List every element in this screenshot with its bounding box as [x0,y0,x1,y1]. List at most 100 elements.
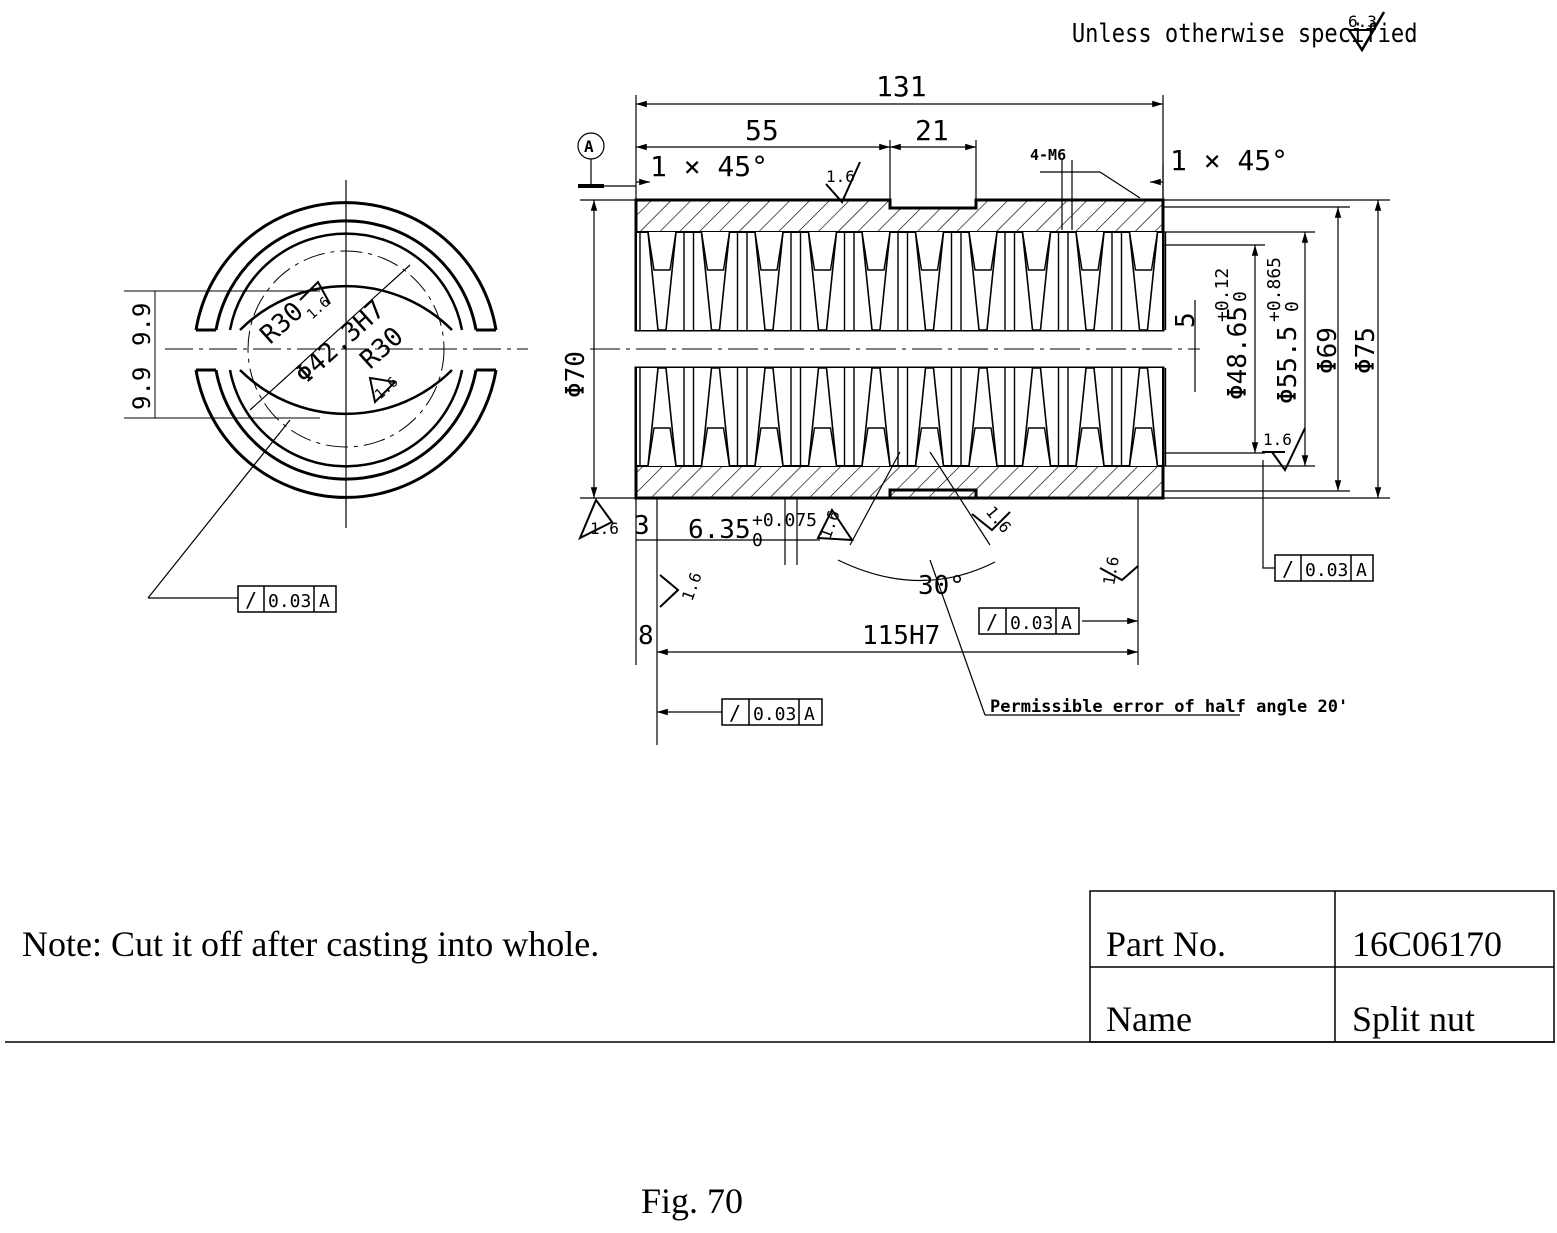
dia-55-tol-minus: 0 [1282,301,1303,312]
dia-55: Φ55.5 [1273,326,1303,404]
thread-tooth-upper [1128,231,1159,331]
svg-text:A: A [1356,560,1367,581]
thread-tooth-lower [754,367,784,467]
roughness-symbols [578,161,1306,608]
thread-flank-upper [1013,231,1060,330]
datum-a: A [584,137,594,156]
thread-note: 4-M6 [1030,146,1066,164]
dim-8: 8 [638,621,654,651]
length-115: 115H7 [862,621,940,651]
length-55: 55 [745,114,779,147]
dia-48-tol-minus: 0 [1230,291,1251,302]
part-no-label: Part No. [1106,924,1226,964]
svg-text:/: / [729,701,741,725]
svg-text:A: A [804,704,815,725]
thread-tooth-upper [700,231,731,331]
rough-top: 1.6 [826,167,855,186]
footer-note: Note: Cut it off after casting into whol… [22,924,599,964]
dia-48: Φ48.65 [1223,306,1253,400]
thread-tooth-upper [914,231,945,331]
svg-text:/: / [1282,557,1294,581]
chamfer-right: 1 × 45° [1170,144,1288,177]
thread-flank-upper [639,231,685,330]
svg-text:/: / [986,610,998,634]
dim-5: 5 [1171,312,1201,328]
thread-tooth-upper [968,231,998,331]
tolerance-frame-right: / 0.03 A [1274,554,1374,582]
dia-48-tol-plus: +0.12 [1212,268,1233,322]
length-21: 21 [915,114,949,147]
svg-text:/: / [245,588,257,612]
thread-tooth-lower [807,367,838,467]
thread-flank-lower [639,368,685,467]
thread-flank-lower [1067,368,1113,467]
name-value: Split nut [1352,999,1475,1039]
dia-75: Φ75 [1351,327,1381,374]
dia-69: Φ69 [1313,327,1343,374]
pitch-tol-minus: 0 [752,530,763,551]
pitch: 6.35 [688,515,751,545]
title-block: Part No. 16C06170 Name Split nut [1089,890,1555,1043]
part-no-value: 16C06170 [1352,924,1502,964]
chamfer-left: 1 × 45° [650,150,768,183]
thread-flank-lower [906,368,953,467]
dim-3: 3 [634,511,650,541]
thread-teeth [639,231,1167,467]
svg-text:0.03: 0.03 [1305,560,1348,581]
rough-bottom-left: 1.6 [590,519,619,538]
thread-tooth-lower [968,367,998,467]
thread-flank-lower [799,368,846,467]
thread-tooth-upper [861,231,891,331]
thread-flank-upper [692,231,739,330]
thread-flank-upper [799,231,846,330]
thread-flank-upper [906,231,953,330]
rough-bottom-3: 1.6 [982,502,1015,536]
thread-tooth-upper [807,231,838,331]
end-view [124,180,528,599]
svg-text:A: A [1061,613,1072,634]
rough-bottom-5: 1.6 [1099,555,1123,587]
svg-text:0.03: 0.03 [1010,613,1053,634]
thread-flank-upper [1120,231,1167,330]
thread-flank-lower [746,368,792,467]
svg-text:0.03: 0.03 [753,704,796,725]
thread-tooth-lower [861,367,891,467]
thread-tooth-upper [1021,231,1052,331]
section-dimension-lines [577,95,1390,745]
thread-flank-upper [853,231,899,330]
roughness-value: 6.3 [1348,12,1377,31]
angle-30: 30° [918,571,965,601]
name-label: Name [1106,999,1192,1039]
rough-bottom-2: 1.6 [816,508,844,542]
roughness-symbol-general: 6.3 [1347,11,1386,53]
thread-flank-lower [1120,368,1167,467]
svg-text:A: A [319,591,330,612]
tolerance-frame-end: / 0.03 A [237,585,337,613]
section-view [590,196,1200,500]
angle-note: Permissible error of half angle 20' [990,697,1348,717]
thread-tooth-lower [1128,367,1159,467]
rough-bottom-4: 1.6 [678,570,706,604]
thread-flank-upper [1067,231,1113,330]
radius-left-label: R30 [255,296,310,350]
gap-top-dim: 9.9 [128,303,156,346]
gap-bottom-dim: 9.9 [128,367,156,410]
thread-tooth-upper [647,231,677,331]
overall-length: 131 [876,70,927,103]
thread-tooth-upper [1075,231,1105,331]
thread-flank-upper [960,231,1006,330]
thread-tooth-lower [647,367,677,467]
thread-flank-lower [960,368,1006,467]
svg-text:0.03: 0.03 [268,591,311,612]
thread-tooth-lower [700,367,731,467]
thread-flank-lower [853,368,899,467]
thread-tooth-lower [914,367,945,467]
dia-55-tol-plus: +0.865 [1264,257,1285,322]
rough-right: 1.6 [1263,430,1292,449]
tolerance-frame-bottom: / 0.03 A [721,698,823,726]
figure-caption: Fig. 70 [641,1181,743,1221]
thread-flank-upper [746,231,792,330]
tolerance-frame-mid: / 0.03 A [978,607,1080,635]
thread-flank-lower [692,368,739,467]
